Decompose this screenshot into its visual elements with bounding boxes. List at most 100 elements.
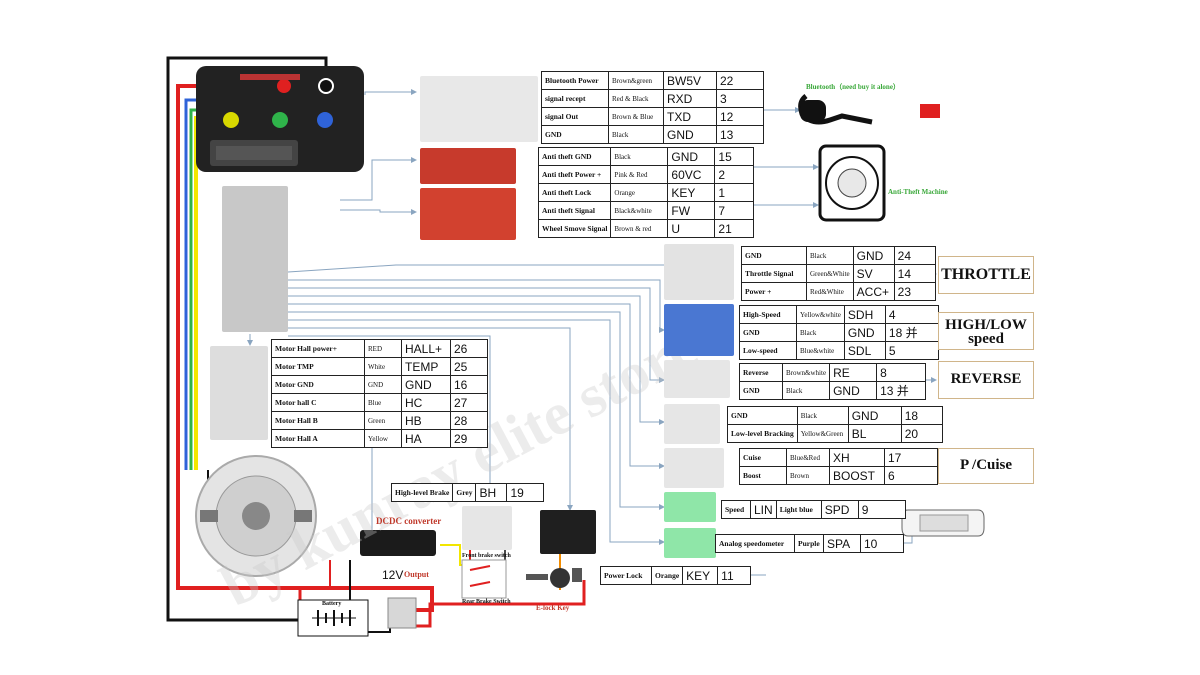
photo-brake-connector — [664, 404, 720, 444]
antitheft-label: Anti theft Power + — [537, 165, 612, 184]
highbrake-color: Grey — [452, 483, 477, 502]
throttle-color: Black — [806, 246, 854, 265]
motor-signal: HALL+ — [401, 339, 451, 358]
motor-pin: 29 — [450, 429, 488, 448]
battery — [297, 599, 369, 637]
throttle-signal: ACC+ — [852, 282, 895, 301]
antitheft-pin: 2 — [714, 165, 755, 184]
motor-label: Motor Hall power+ — [271, 339, 365, 358]
throttle-pin: 23 — [893, 282, 936, 301]
photo-bluetooth-connector — [420, 76, 538, 142]
antitheft-pin: 15 — [714, 147, 755, 166]
bluetooth-pin: 12 — [716, 107, 764, 126]
highbrake-pin: 19 — [506, 483, 545, 502]
highlow-title-line2: speed — [968, 331, 1004, 347]
bluetooth-label: signal recept — [541, 89, 609, 108]
brake_low-signal: BL — [847, 424, 902, 443]
motor-label: Motor Hall A — [271, 429, 365, 448]
reverse-label: REVERSE — [938, 361, 1034, 399]
motor-signal: GND — [401, 375, 451, 394]
photo-throttle-connector — [664, 244, 734, 300]
bluetooth-color: Brown&green — [608, 71, 664, 90]
motor-color: Blue — [364, 393, 402, 412]
reverse-color: Black — [781, 381, 831, 400]
throttle-label: Throttle Signal — [741, 264, 807, 283]
throttle-color: Green&White — [806, 264, 854, 283]
analog-label: Analog speedometer — [715, 534, 795, 553]
throttle-pin: 14 — [893, 264, 936, 283]
photo-highlow-connector — [664, 304, 734, 356]
motor-pin: 27 — [450, 393, 488, 412]
bluetooth-color: Red & Black — [608, 89, 664, 108]
reverse-signal: RE — [829, 363, 878, 382]
highlow-color: Black — [796, 323, 845, 342]
cruise-color: Brown — [786, 466, 830, 485]
motor-label: Motor hall C — [271, 393, 365, 412]
brake-switch — [461, 559, 507, 599]
motor-signal: HB — [401, 411, 451, 430]
cruise-label: Cuise — [739, 448, 787, 467]
throttle-label: THROTTLE — [938, 256, 1034, 294]
bluetooth-label: signal Out — [541, 107, 609, 126]
bluetooth-pin: 3 — [716, 89, 764, 108]
antitheft-signal: 60VC — [667, 165, 716, 184]
brake_low-pin: 20 — [900, 424, 943, 443]
powerlock-label: Power Lock — [600, 566, 652, 585]
powerlock-signal: KEY — [682, 566, 719, 585]
speed-color: Light blue — [775, 500, 822, 519]
speed-signal2: SPD — [820, 500, 859, 519]
throttle-label: Power + — [741, 282, 807, 301]
highbrake-signal: BH — [475, 483, 508, 502]
motor-color: Yellow — [364, 429, 402, 448]
speed-signal: LIN — [750, 500, 777, 519]
motor-signal: TEMP — [401, 357, 451, 376]
antitheft-pin: 7 — [714, 201, 755, 220]
photo-hall-connector — [210, 346, 268, 440]
antitheft-label: Anti theft Signal — [537, 201, 612, 220]
highlow-signal: GND — [843, 323, 886, 342]
cruise-label: Boost — [739, 466, 787, 485]
reverse-color: Brown&white — [781, 363, 831, 382]
motor-label: Motor GND — [271, 375, 365, 394]
front-brake-caption: Front brake switch — [462, 553, 511, 559]
analog-pin: 10 — [860, 534, 904, 553]
bluetooth-module — [798, 94, 940, 125]
antitheft-color: Orange — [610, 183, 669, 202]
throttle-signal: SV — [852, 264, 895, 283]
antitheft-device — [818, 144, 886, 222]
analog-color: Purple — [794, 534, 824, 553]
motor-label: Motor TMP — [271, 357, 365, 376]
analog-signal: SPA — [823, 534, 861, 553]
throttle-label: GND — [741, 246, 807, 265]
motor-color: RED — [364, 339, 402, 358]
motor-color: White — [364, 357, 402, 376]
powerlock-color: Orange — [650, 566, 684, 585]
brake_low-pin: 18 — [900, 406, 943, 425]
antitheft-caption: Anti-Theft Machine — [888, 188, 948, 196]
battery-caption: Battery — [322, 601, 342, 607]
highlow-title-line1: HIGH/LOW — [945, 317, 1027, 333]
cruise-pin: 17 — [884, 448, 938, 467]
